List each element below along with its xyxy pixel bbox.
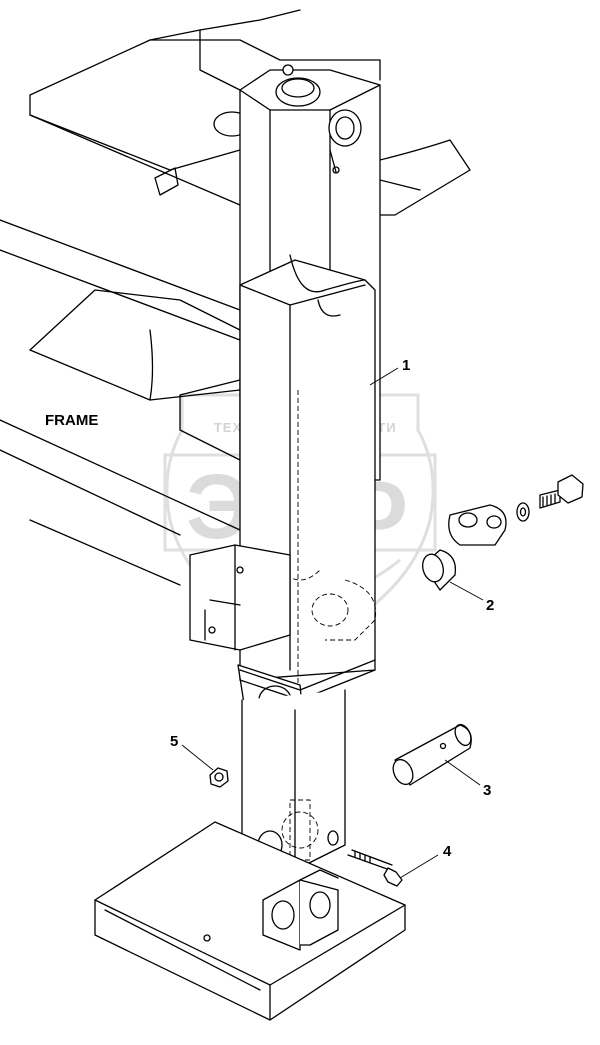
callout-leaders — [181, 367, 484, 879]
part-bolt-assembly — [448, 474, 584, 546]
jack-bracket — [189, 254, 377, 900]
callout-5: 5 — [170, 733, 178, 750]
frame-structure — [0, 9, 471, 586]
part-pin — [392, 723, 472, 786]
callout-4: 4 — [443, 843, 452, 860]
callout-1: 1 — [402, 357, 410, 374]
frame-label: FRAME — [45, 412, 98, 429]
callout-2: 2 — [486, 597, 494, 614]
part-long-bolt — [347, 849, 403, 887]
callout-3: 3 — [483, 782, 491, 799]
part-nut — [209, 767, 229, 788]
part-bushing — [422, 549, 457, 591]
foot-pad — [94, 821, 406, 1021]
